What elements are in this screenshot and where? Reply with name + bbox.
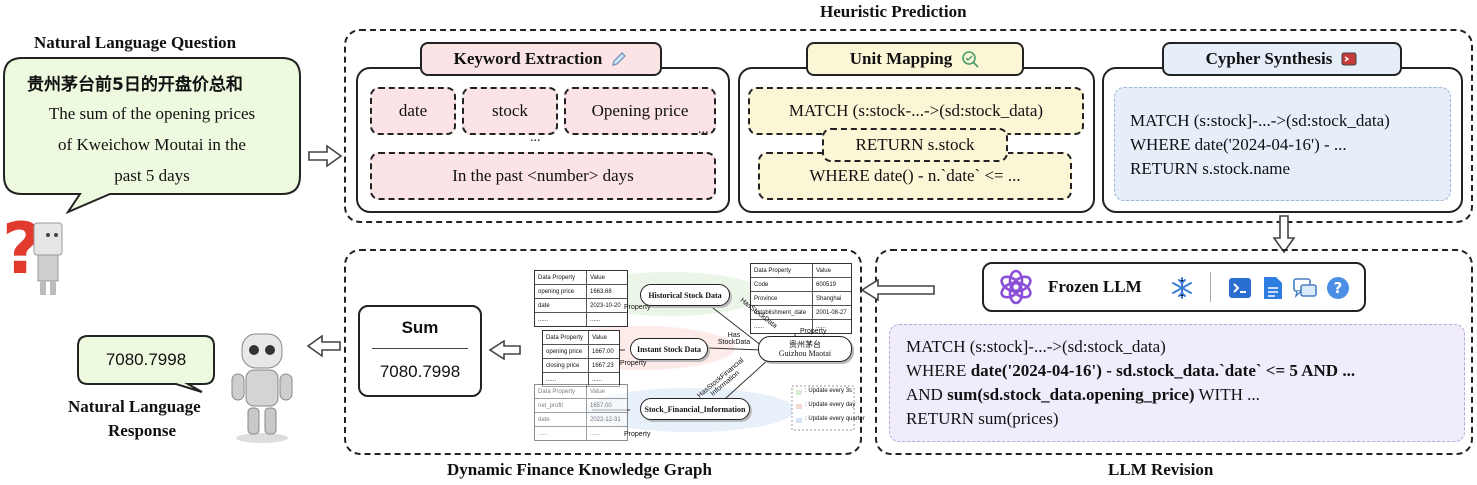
cypher-line-1: MATCH (s:stock]-...->(sd:stock_data) (1130, 111, 1390, 130)
heuristic-title: Heuristic Prediction (820, 2, 967, 21)
kg-node-instant: Instant Stock Data (630, 338, 708, 360)
question-heading: Natural Language Question (34, 33, 237, 52)
chat-icon (1293, 278, 1317, 299)
revision-line-3: AND sum(sd.stock_data.opening_price) WIT… (906, 382, 1260, 407)
divider (1210, 272, 1211, 302)
question-english-2: of Kweichow Moutai in the (58, 135, 246, 154)
cypher-line-2: WHERE date('2024-04-16') - ... (1130, 135, 1347, 154)
sum-divider (372, 348, 468, 349)
kg-edge-property-4: Property (800, 328, 827, 335)
response-heading-2: Response (108, 421, 177, 440)
kg-legend-3s: : Update every 3s (805, 388, 853, 394)
question-person-icon: ? (2, 208, 63, 295)
revision-code-box (889, 324, 1465, 442)
kg-edge-hasstockdata-2: Has StockData (717, 332, 751, 346)
kg-node-center-cn: 贵州茅台 (789, 340, 821, 349)
cypher-label: Cypher Synthesis (1205, 49, 1333, 68)
revision-line-3-bold: sum(sd.stock_data.opening_price) (947, 385, 1195, 404)
kg-legend-day: : Update every day (805, 402, 856, 408)
kg-node-center-en: Guizhou Maotai (778, 349, 832, 358)
revision-line-3-suffix: WITH ... (1194, 385, 1260, 404)
arrow-question-to-heuristic (308, 144, 343, 168)
question-english-1: The sum of the opening prices (48, 104, 256, 123)
arrow-cypher-to-revision (1272, 215, 1296, 254)
keyword-chip-opening-price: Opening price (564, 87, 716, 135)
response-heading-1: Natural Language (68, 397, 201, 416)
kg-panel (344, 249, 862, 455)
revision-panel (875, 249, 1473, 455)
unit-chip-match: MATCH (s:stock-...->(sd:stock_data) (748, 87, 1084, 135)
revision-line-3-prefix: AND (906, 385, 948, 404)
revision-line-2: WHERE date('2024-04-16') - sd.stock_data… (906, 358, 1355, 383)
revision-line-2-bold: date('2024-04-16') - sd.stock_data.`date… (970, 361, 1356, 380)
sum-label: Sum (401, 318, 439, 337)
kg-edge-property-1: Property (624, 304, 651, 311)
keyword-label: Keyword Extraction (453, 49, 603, 68)
kg-node-historical: Historical Stock Data (640, 284, 730, 306)
robot-icon (231, 333, 293, 443)
kg-node-center: 贵州茅台 Guizhou Maotai (758, 336, 852, 362)
document-icon (1264, 277, 1282, 299)
keyword-chip-date: date (370, 87, 456, 135)
frozen-llm-label: Frozen LLM (1048, 277, 1142, 296)
keyword-ellipsis-1: ... (530, 130, 541, 145)
question-english-3: past 5 days (114, 166, 190, 185)
response-bubble (77, 335, 215, 393)
kg-legend-quarter: : Update every quarter (805, 416, 865, 422)
cypher-tag: Cypher Synthesis (1162, 42, 1402, 76)
keyword-chip-stock: stock (462, 87, 558, 135)
cypher-code-box (1114, 87, 1451, 201)
unit-label: Unit Mapping (849, 49, 953, 68)
sum-value: 7080.7998 (379, 362, 461, 381)
revision-line-1: MATCH (s:stock]-...->(sd:stock_data) (906, 337, 1166, 356)
cypher-line-3: RETURN s.stock.name (1130, 159, 1291, 178)
openai-logo-icon (1000, 269, 1032, 305)
pen-icon (612, 52, 627, 66)
help-icon: ? (1327, 277, 1349, 299)
keyword-ellipsis-2: ... (698, 122, 709, 137)
response-value: 7080.7998 (105, 350, 187, 369)
kg-title: Dynamic Finance Knowledge Graph (447, 460, 712, 479)
unit-tag: Unit Mapping (806, 42, 1024, 76)
question-bubble (3, 57, 301, 215)
arrow-kg-to-sum (488, 340, 521, 360)
revision-title: LLM Revision (1108, 460, 1214, 479)
powershell-icon (1229, 278, 1251, 298)
revision-line-2-prefix: WHERE (906, 361, 971, 380)
question-chinese: 贵州茅台前5日的开盘价总和 (27, 75, 243, 95)
search-map-icon (962, 51, 979, 68)
sum-box (358, 305, 482, 397)
arrow-revision-to-kg (860, 279, 935, 301)
kg-node-financial: Stock_Financial_Information (640, 398, 750, 420)
heuristic-panel (344, 29, 1473, 223)
terminal-icon (1341, 52, 1357, 66)
keyword-pattern: In the past <number> days (370, 152, 716, 200)
keyword-tag: Keyword Extraction (420, 42, 662, 76)
arrow-kg-to-response (306, 334, 341, 358)
snowflake-icon (1172, 277, 1192, 299)
unit-chip-return: RETURN s.stock (822, 128, 1008, 162)
kg-edge-property-3: Property (624, 431, 651, 438)
revision-line-4: RETURN sum(prices) (906, 409, 1059, 428)
kg-edge-property-2: Property (620, 360, 647, 367)
svg-text:?: ? (1334, 279, 1343, 297)
